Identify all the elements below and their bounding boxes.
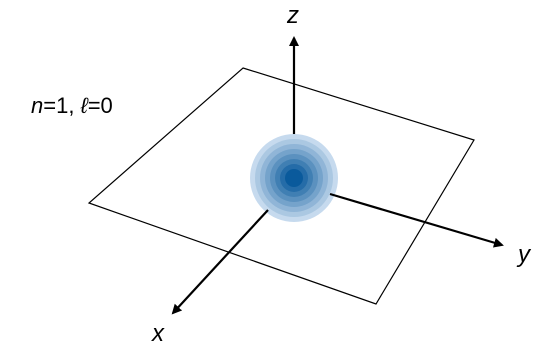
density-ring-8 — [285, 169, 303, 187]
z-axis-label: z — [286, 2, 299, 29]
l-value: =0 — [88, 93, 113, 118]
quantum-numbers-label: n=1, ℓ=0 — [31, 93, 113, 118]
probability-density-cloud — [250, 134, 338, 222]
n-symbol: n — [31, 93, 43, 118]
n-value: =1, — [43, 93, 80, 118]
y-axis-label: y — [516, 241, 532, 268]
x-axis-label: x — [151, 320, 165, 347]
